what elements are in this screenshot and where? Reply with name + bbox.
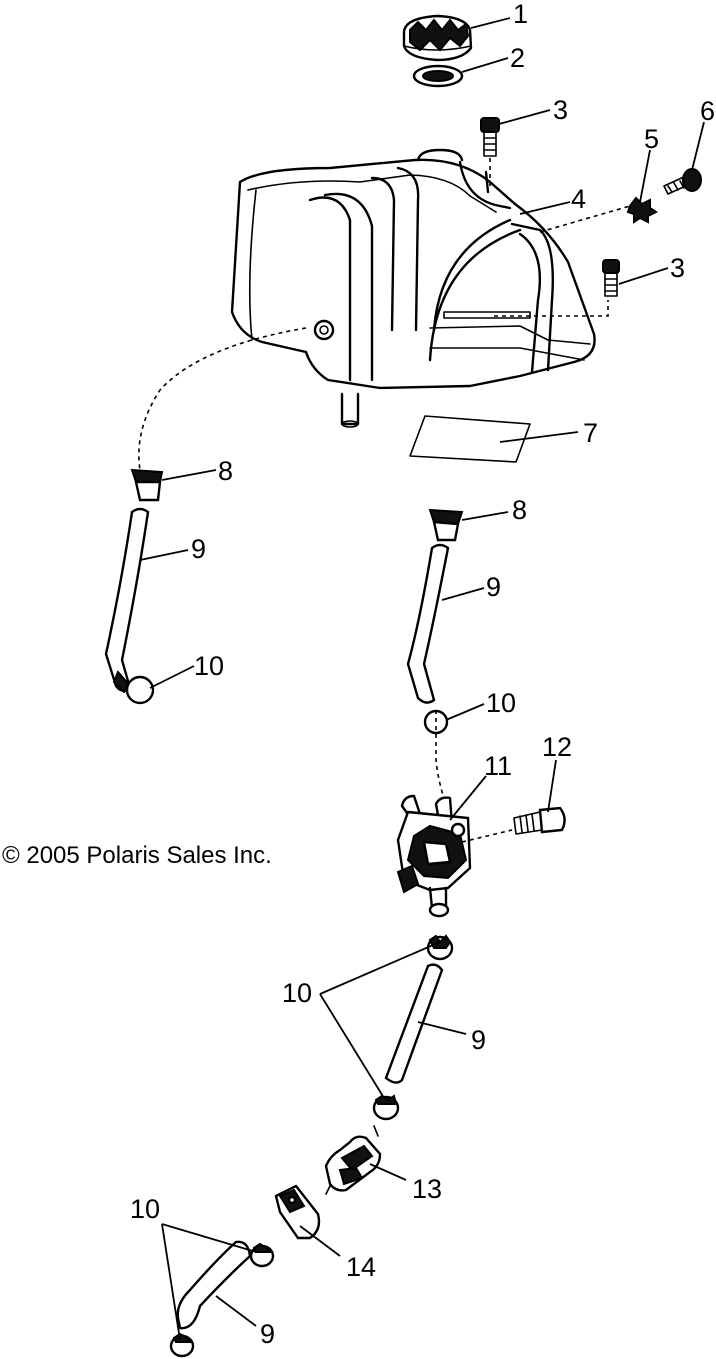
mounting-bolt bbox=[663, 168, 702, 195]
grommet-washer bbox=[626, 196, 658, 224]
callout-2: 2 bbox=[510, 43, 525, 73]
callout-3-right: 3 bbox=[670, 253, 685, 283]
assembly-guide-lines bbox=[138, 158, 631, 843]
callout-3-upper: 3 bbox=[553, 95, 568, 125]
callout-9-lower: 9 bbox=[260, 1319, 275, 1349]
callout-9-right: 9 bbox=[486, 572, 501, 602]
fuel-hose-lower bbox=[176, 1240, 252, 1330]
hose-clamp-left bbox=[130, 468, 164, 502]
callout-4: 4 bbox=[571, 184, 586, 214]
cap-gasket bbox=[412, 64, 464, 88]
callout-10-right: 10 bbox=[486, 688, 516, 718]
warning-decal bbox=[409, 415, 531, 463]
inline-fuel-filter bbox=[324, 1125, 382, 1195]
fuel-hose-left bbox=[104, 507, 150, 694]
callout-9-mid: 9 bbox=[471, 1025, 486, 1055]
callout-leader-lines bbox=[139, 17, 705, 1341]
callout-8-left: 8 bbox=[218, 456, 233, 486]
callout-7: 7 bbox=[583, 418, 598, 448]
callout-labels: 1 2 3 4 5 6 3 7 8 8 9 9 10 10 11 12 10 9… bbox=[130, 0, 715, 1349]
callout-1: 1 bbox=[513, 0, 528, 29]
callout-12: 12 bbox=[542, 732, 572, 762]
callout-10-left: 10 bbox=[194, 651, 224, 681]
callout-10-mid: 10 bbox=[282, 978, 312, 1008]
callout-14: 14 bbox=[346, 1252, 376, 1282]
copyright-notice: © 2005 Polaris Sales Inc. bbox=[2, 842, 272, 869]
callout-8-right: 8 bbox=[512, 495, 527, 525]
filter-bracket bbox=[274, 1184, 321, 1240]
callout-13: 13 bbox=[412, 1174, 442, 1204]
fuel-hose-middle bbox=[384, 963, 444, 1084]
screw-right bbox=[602, 259, 620, 297]
hose-clamp-right bbox=[428, 508, 464, 542]
valve-mounting-screw bbox=[513, 806, 566, 835]
fuel-tank bbox=[230, 148, 596, 428]
hose-clamp-small-lower-top bbox=[249, 1242, 275, 1268]
callout-11: 11 bbox=[484, 751, 512, 781]
callout-6: 6 bbox=[700, 96, 715, 126]
screw-upper bbox=[480, 117, 500, 157]
fuel-cap bbox=[402, 14, 473, 62]
fuel-shutoff-valve bbox=[396, 794, 472, 918]
hose-clamp-small-mid-bottom bbox=[372, 1094, 400, 1121]
fuel-hose-upper-right bbox=[406, 543, 450, 704]
callout-9-left: 9 bbox=[191, 534, 206, 564]
hose-clamp-small-left bbox=[125, 675, 155, 705]
hose-clamp-small-lower-bottom bbox=[169, 1332, 195, 1358]
callout-10-lower: 10 bbox=[130, 1194, 160, 1224]
hose-clamp-small-mid-top bbox=[426, 934, 454, 961]
callout-5: 5 bbox=[644, 124, 659, 154]
